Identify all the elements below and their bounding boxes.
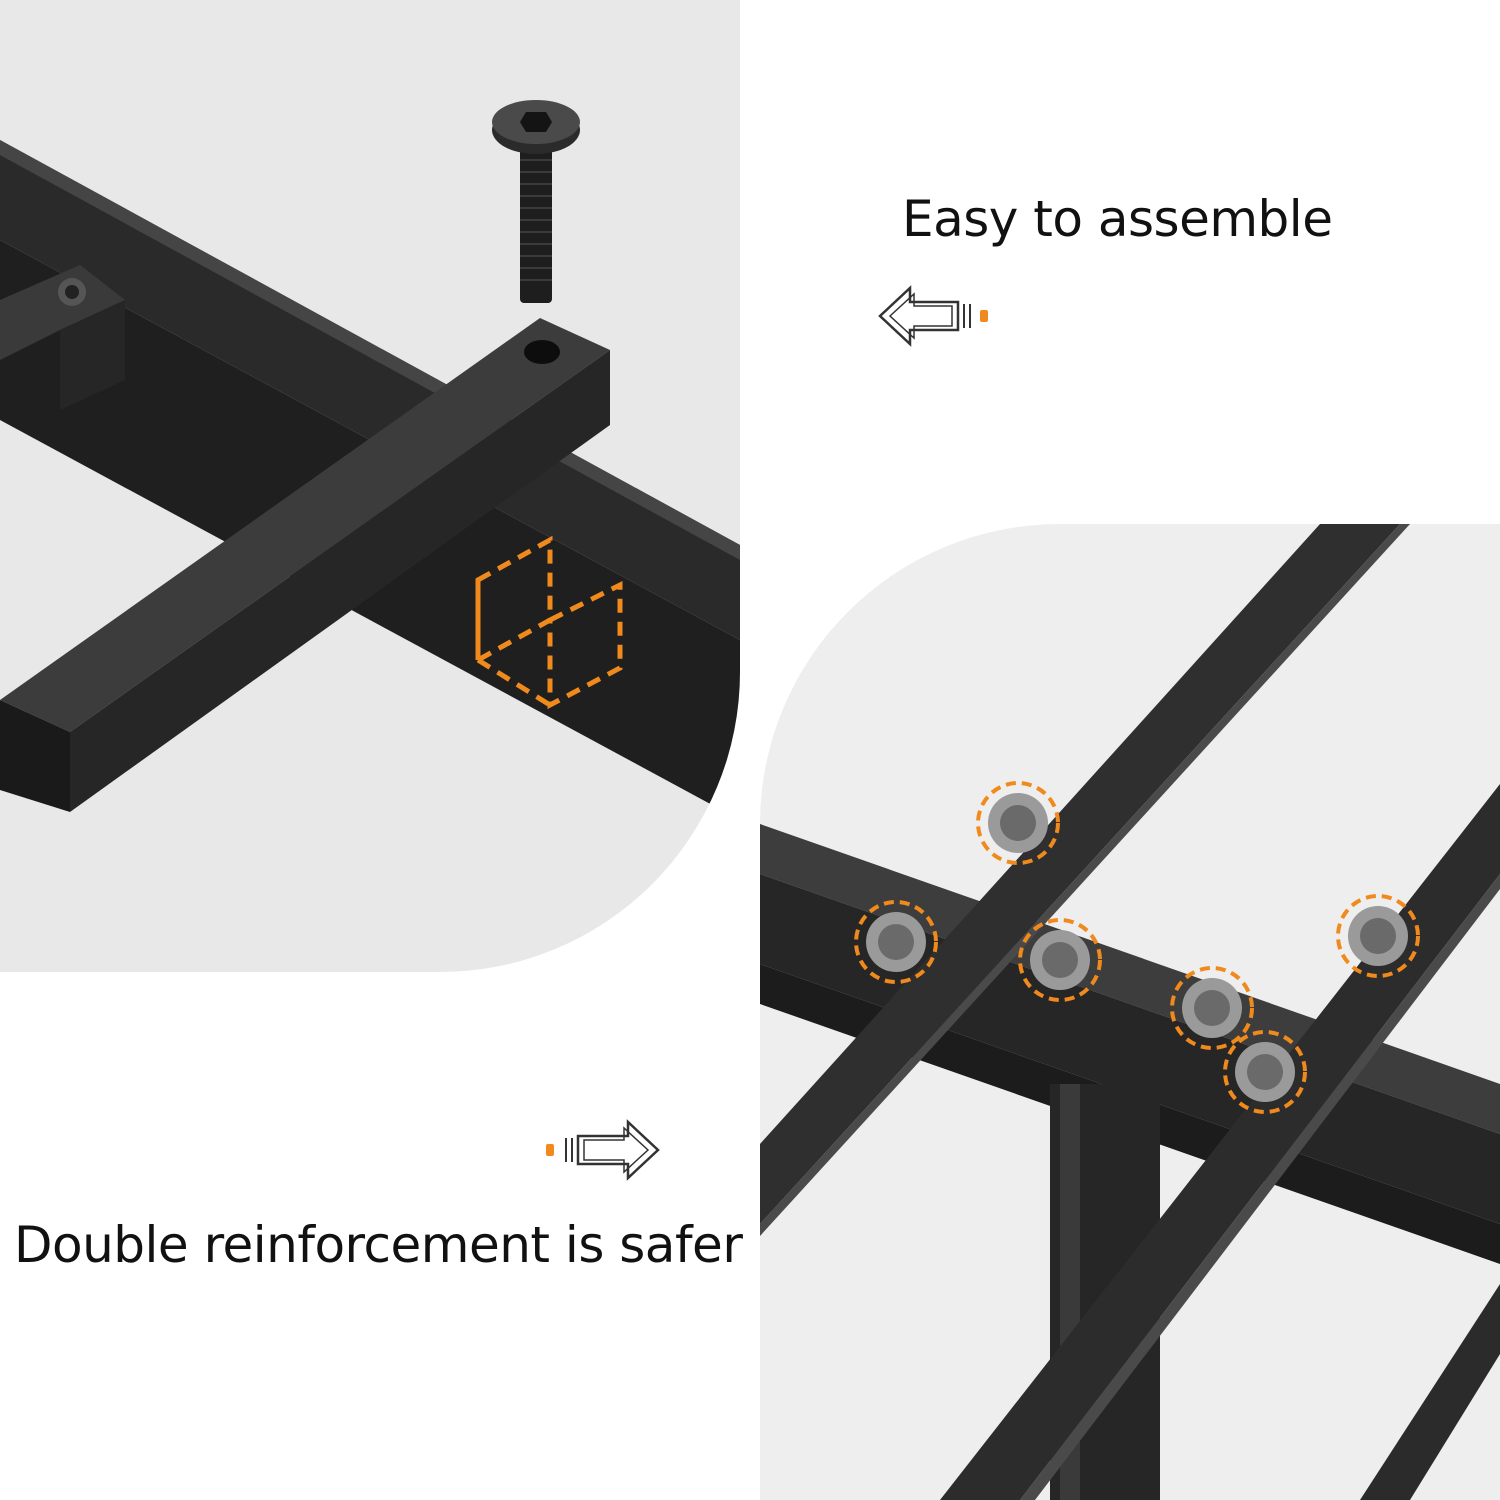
hex-bolt-icon	[492, 100, 580, 303]
slat-far-right	[1360, 1284, 1500, 1500]
caption-double-reinforcement: Double reinforcement is safer	[14, 1216, 743, 1274]
reinforcement-illustration	[760, 524, 1500, 1500]
bolt-ring-5	[1223, 1030, 1307, 1114]
slat-left	[760, 524, 1410, 1236]
cross-slat	[0, 318, 610, 812]
bolt-ring-3	[1018, 918, 1102, 1002]
assembly-illustration	[0, 0, 740, 972]
bolt-ring-1	[976, 781, 1060, 865]
slat-right	[940, 784, 1500, 1500]
outline-arrow-left-icon	[878, 285, 988, 347]
bolt-ring-6	[1336, 894, 1420, 978]
caption-easy-assemble: Easy to assemble	[902, 190, 1333, 248]
bolt-ring-2	[854, 900, 938, 984]
bolt-hole	[524, 340, 560, 364]
connector-bracket	[0, 265, 125, 410]
bolt-ring-4	[1170, 966, 1254, 1050]
hidden-insert-outline	[475, 535, 623, 710]
outline-arrow-right-icon	[546, 1119, 660, 1181]
